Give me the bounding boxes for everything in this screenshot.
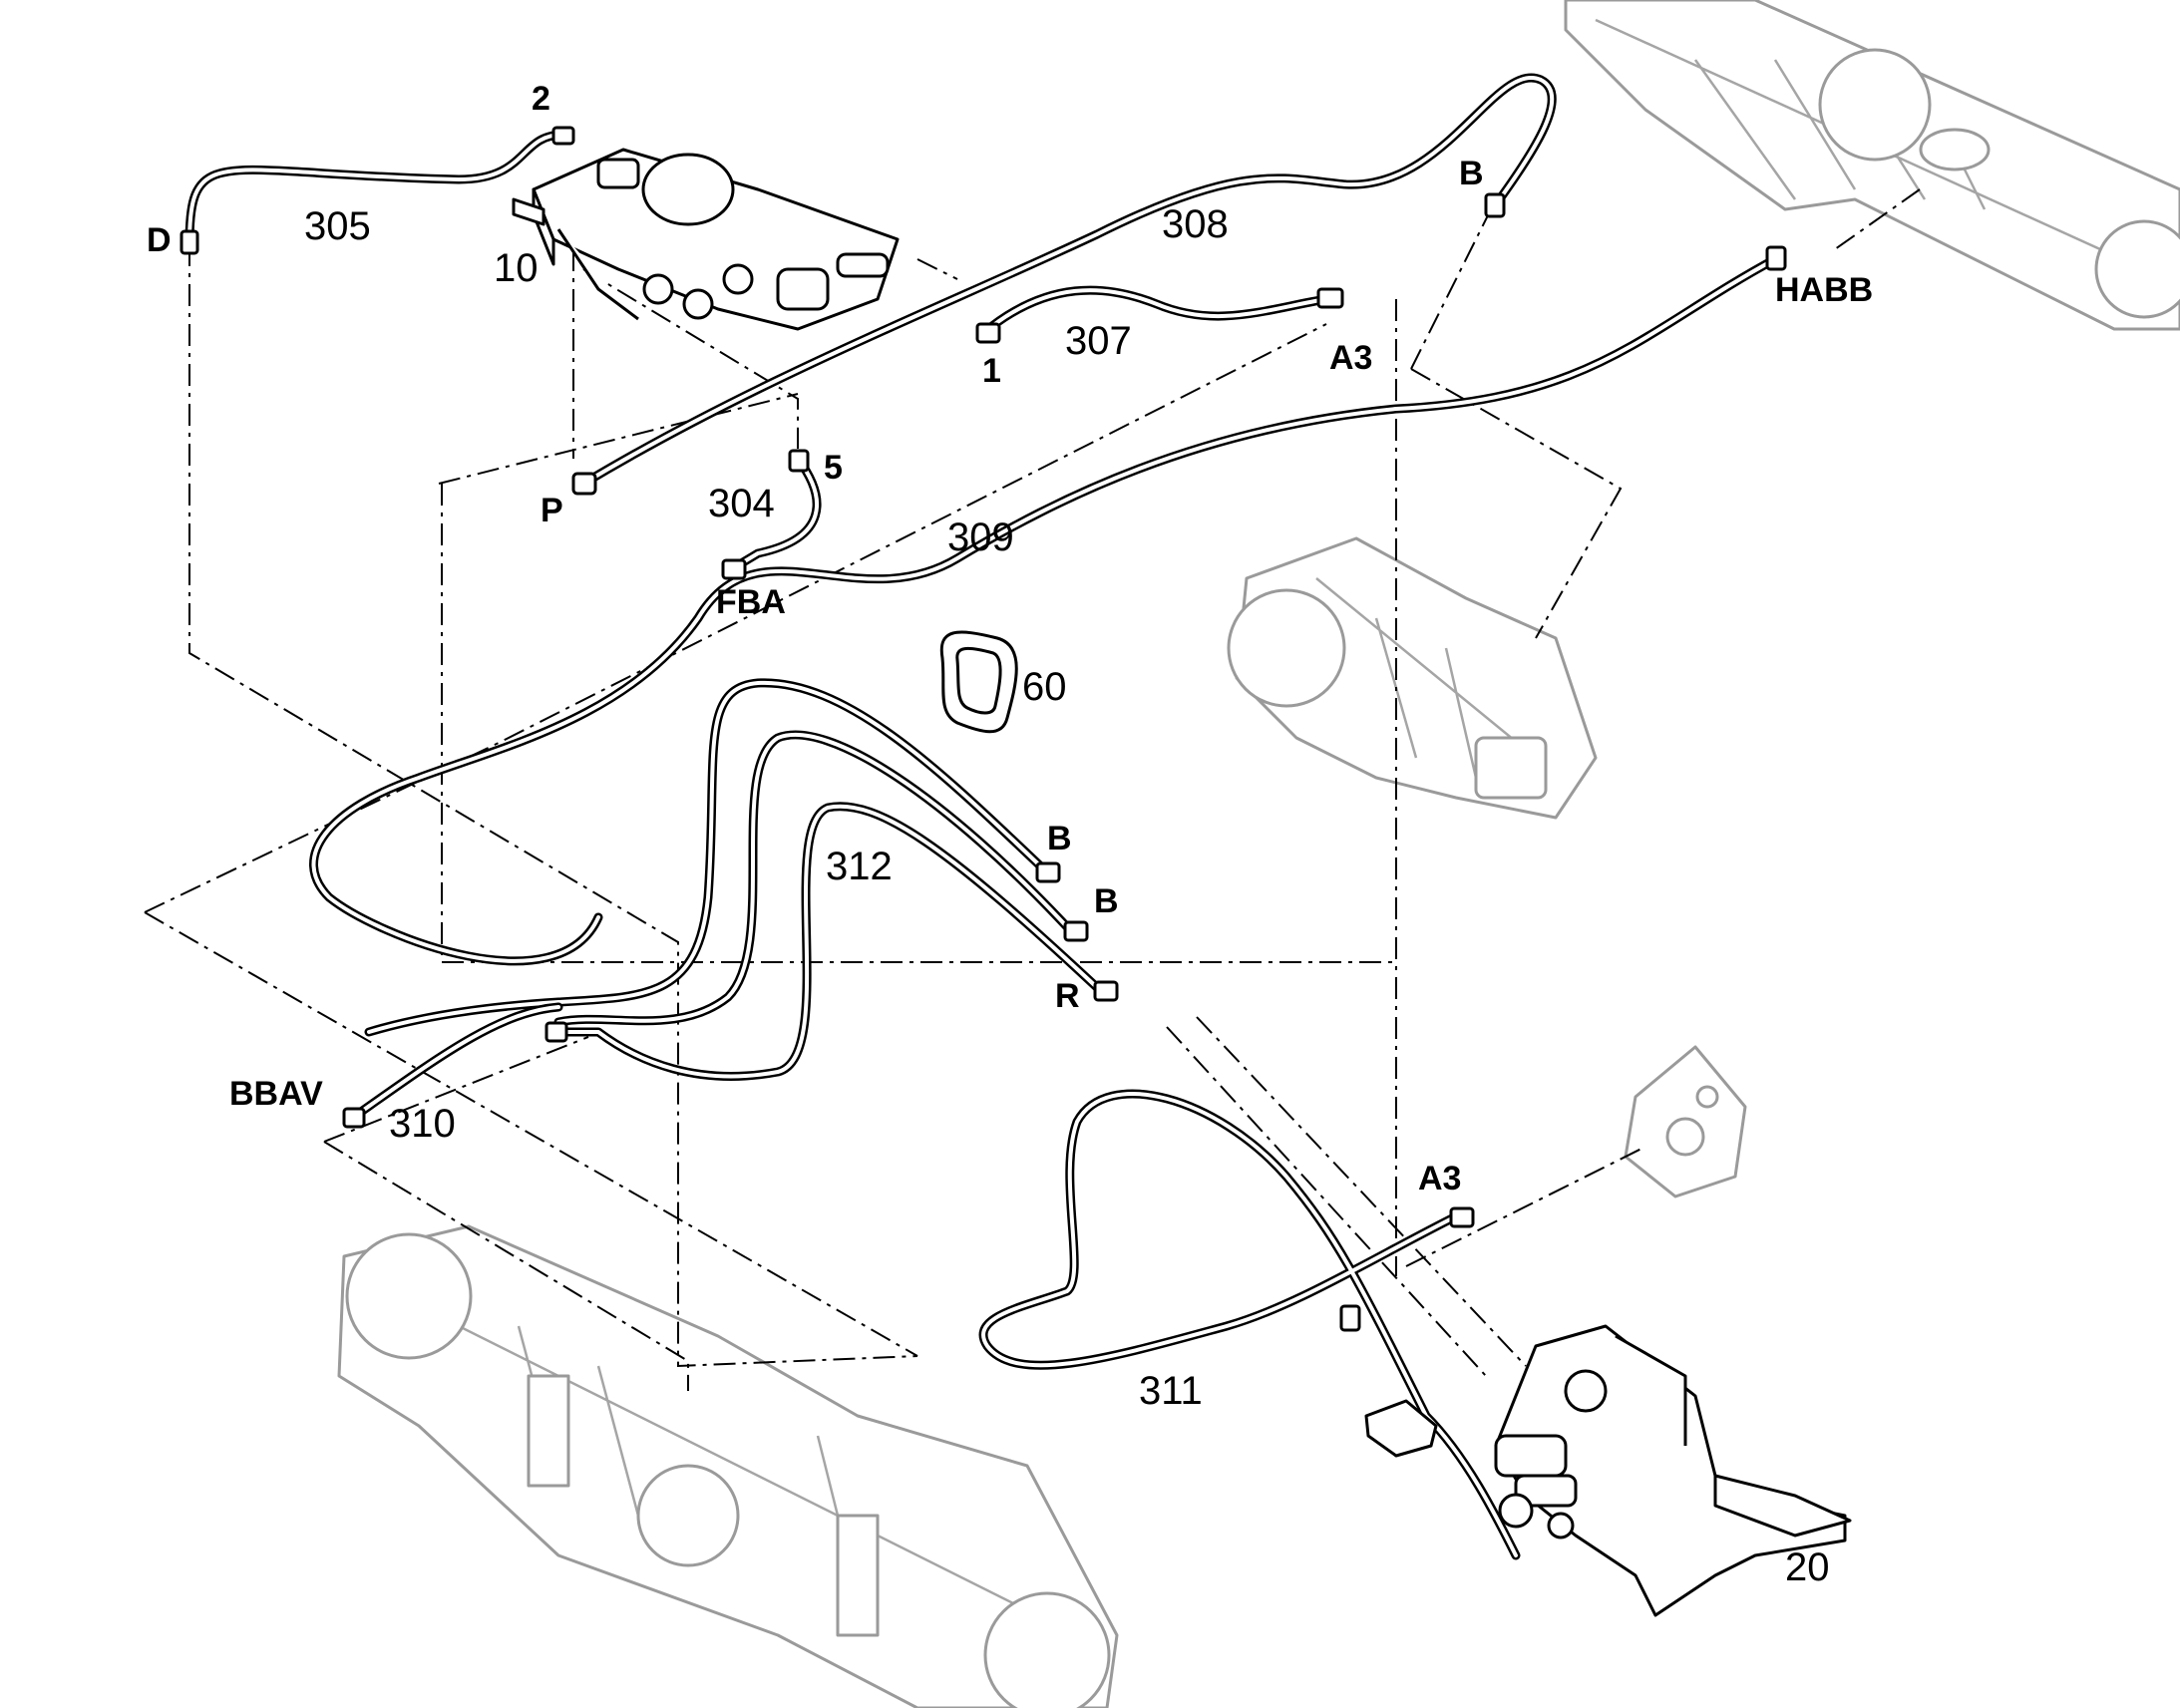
seal-ring-icon <box>939 630 1018 734</box>
brake-pedal-icon <box>1364 1324 1852 1617</box>
hose-307 <box>977 285 1331 339</box>
label-hose-312: 312 <box>826 845 893 888</box>
brake-valve-block-icon <box>512 148 900 331</box>
label-hose-310: 310 <box>389 1102 456 1146</box>
label-port-HABB: HABB <box>1775 271 1873 309</box>
hose-308 <box>578 73 1557 489</box>
label-port-D: D <box>147 221 172 259</box>
label-port-B-top: B <box>1459 155 1484 192</box>
hydraulic-pump-icon <box>1227 536 1598 820</box>
label-port-P: P <box>541 492 563 529</box>
label-hose-304: 304 <box>708 482 775 525</box>
front-axle-icon <box>337 1224 1119 1708</box>
hose-305 <box>184 130 568 249</box>
label-hose-305: 305 <box>304 204 371 248</box>
label-part-20: 20 <box>1785 1545 1830 1589</box>
hose-310 <box>349 1002 563 1122</box>
label-hose-307: 307 <box>1065 319 1132 363</box>
label-port-B-mid2: B <box>1094 882 1119 920</box>
label-port-R: R <box>1055 977 1080 1015</box>
hose-312 <box>364 678 1107 1081</box>
hose-304 <box>728 454 822 573</box>
hose-311 <box>978 1089 1521 1560</box>
label-port-FBA: FBA <box>716 583 786 621</box>
leader-lines <box>144 188 1921 1391</box>
label-hose-311: 311 <box>1139 1369 1203 1413</box>
rear-axle-icon <box>1564 0 2180 331</box>
label-port-BBAV: BBAV <box>229 1075 323 1113</box>
label-port-2: 2 <box>532 80 550 118</box>
label-port-5: 5 <box>824 449 843 487</box>
label-port-A3-top: A3 <box>1329 339 1372 377</box>
label-port-B-mid1: B <box>1047 820 1072 857</box>
label-part-60: 60 <box>1022 665 1067 709</box>
gearbox-cover-icon <box>1624 1045 1747 1198</box>
label-port-1: 1 <box>982 352 1001 390</box>
label-port-A3-bottom: A3 <box>1418 1160 1461 1197</box>
label-part-10: 10 <box>494 246 539 290</box>
label-hose-309: 309 <box>947 515 1014 559</box>
label-hose-308: 308 <box>1162 202 1229 246</box>
hose-fittings <box>180 126 1787 1332</box>
labels: 10 20 60 304 305 307 308 309 310 311 312… <box>147 80 1873 1589</box>
